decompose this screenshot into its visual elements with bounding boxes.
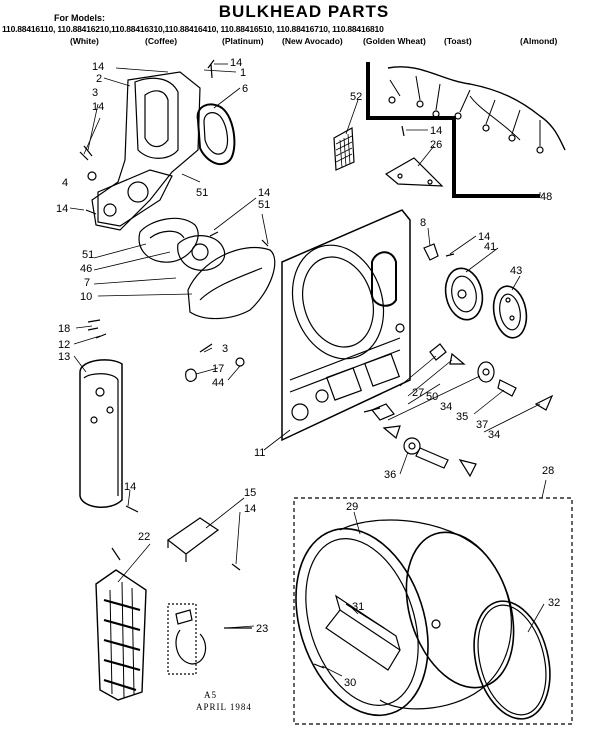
- callout-14f: 14: [430, 125, 442, 137]
- callout-34a: 34: [440, 401, 452, 413]
- callout-14g: 14: [478, 231, 490, 243]
- callout-22: 22: [138, 531, 150, 543]
- callout-37: 37: [476, 419, 488, 431]
- callout-13: 13: [58, 351, 70, 363]
- callout-17: 17: [212, 363, 224, 375]
- callout-2: 2: [96, 73, 102, 85]
- callout-11: 11: [254, 447, 265, 459]
- blower-housing: [138, 217, 276, 320]
- footer-code: A5: [204, 690, 217, 700]
- color-white: (White): [70, 36, 99, 46]
- callout-12: 12: [58, 339, 70, 351]
- air-duct-assembly: [79, 59, 236, 231]
- callout-18: 18: [58, 323, 70, 335]
- bracket-15: [166, 517, 241, 571]
- seal-ring: [196, 103, 236, 166]
- color-golden-wheat: (Golden Wheat): [363, 36, 426, 46]
- drum-box: [293, 497, 573, 725]
- callout-44: 44: [212, 377, 224, 389]
- callout-28: 28: [542, 465, 554, 477]
- callout-15: 15: [244, 487, 256, 499]
- callout-labels: 14 2 3 14 4 14 14 1 6 51 14 51 51 46 7 1…: [56, 57, 560, 689]
- callout-8: 8: [420, 217, 426, 229]
- callout-29: 29: [346, 501, 358, 513]
- lint-grille: [333, 127, 355, 171]
- callout-51a: 51: [196, 187, 208, 199]
- model-colors: (White) (Coffee) (Platinum) (New Avocado…: [0, 36, 608, 48]
- callout-14i: 14: [244, 503, 256, 515]
- model-numbers: 110.88416110, 110.88416210,110.88416310,…: [2, 24, 384, 34]
- callout-6: 6: [242, 83, 248, 95]
- callout-50: 50: [426, 391, 438, 403]
- leader-lines: [69, 63, 547, 677]
- callout-51b: 51: [258, 199, 270, 211]
- callout-23: 23: [256, 623, 268, 635]
- callout-14a: 14: [92, 61, 104, 73]
- color-coffee: (Coffee): [145, 36, 178, 46]
- callout-31: 31: [352, 601, 364, 613]
- callout-14b: 14: [92, 101, 104, 113]
- callout-4: 4: [62, 177, 68, 189]
- callout-27: 27: [412, 387, 424, 399]
- front-panel: [79, 319, 245, 513]
- callout-30: 30: [344, 677, 356, 689]
- bracket: [384, 125, 444, 187]
- callout-35: 35: [456, 411, 468, 423]
- front-bulkhead: [281, 209, 411, 442]
- footer-date: APRIL 1984: [196, 702, 252, 712]
- heating-element: [95, 547, 147, 701]
- callout-1: 1: [240, 67, 246, 79]
- callout-3b: 3: [222, 343, 228, 355]
- color-toast: (Toast): [444, 36, 472, 46]
- callout-36: 36: [384, 469, 396, 481]
- callout-14e: 14: [258, 187, 270, 199]
- callout-14h: 14: [124, 481, 136, 493]
- door-switch-assembly: [423, 243, 528, 339]
- callout-43: 43: [510, 265, 522, 277]
- callout-14c: 14: [56, 203, 68, 215]
- callout-34b: 34: [488, 429, 500, 441]
- callout-51c: 51: [82, 249, 94, 261]
- callout-32: 32: [548, 597, 560, 609]
- drum: [295, 519, 551, 720]
- for-models-label: For Models:: [54, 13, 105, 23]
- callout-41: 41: [484, 241, 496, 253]
- wire-harness: [366, 62, 566, 198]
- callout-14d: 14: [230, 57, 242, 69]
- callout-46: 46: [80, 263, 92, 275]
- drum-support-rollers: [363, 343, 554, 478]
- callout-26: 26: [430, 139, 442, 151]
- color-new-avocado: (New Avocado): [282, 36, 343, 46]
- callout-3a: 3: [92, 87, 98, 99]
- color-almond: (Almond): [520, 36, 558, 46]
- callout-52: 52: [350, 91, 362, 103]
- thermostat-kit: [167, 603, 252, 675]
- page-title: BULKHEAD PARTS: [218, 2, 390, 21]
- callout-7: 7: [84, 277, 90, 289]
- callout-48: 48: [540, 191, 552, 203]
- color-platinum: (Platinum): [222, 36, 264, 46]
- callout-10: 10: [80, 291, 92, 303]
